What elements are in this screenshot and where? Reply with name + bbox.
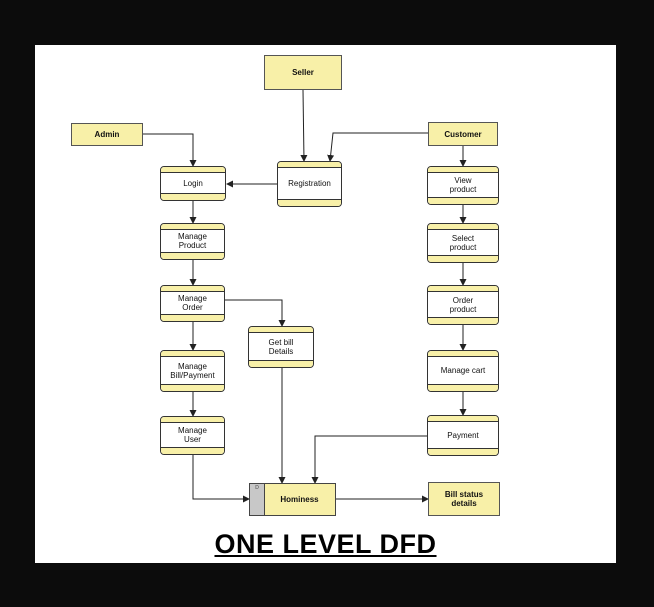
process-login: Login [160, 166, 226, 201]
datastore-id: D [250, 484, 265, 515]
process-manage-user: Manage User [160, 416, 225, 455]
process-manage-order: Manage Order [160, 285, 225, 322]
diagram-canvas: Seller Admin Customer Bill status detail… [35, 45, 616, 563]
entity-bill-status: Bill status details [428, 482, 500, 516]
process-order-product: Order product [427, 285, 499, 325]
arrow-manageuser-store [192, 455, 250, 503]
process-manage-product: Manage Product [160, 223, 225, 260]
arrow-admin-login [143, 133, 197, 167]
arrow-seller-registration [300, 89, 308, 162]
process-registration: Registration [277, 161, 342, 207]
entity-admin: Admin [71, 123, 143, 146]
datastore-label: Hominess [280, 495, 319, 504]
process-select-product: Select product [427, 223, 499, 263]
process-get-bill-details: Get bill Details [248, 326, 314, 368]
flow-arrows [143, 89, 467, 503]
datastore-hominess: D Hominess [249, 483, 336, 516]
diagram-title: ONE LEVEL DFD [214, 529, 437, 559]
process-manage-cart: Manage cart [427, 350, 499, 392]
arrow-payment-store [311, 435, 427, 484]
process-manage-bill-payment: Manage Bill/Payment [160, 350, 225, 392]
process-payment: Payment [427, 415, 499, 456]
entity-customer: Customer [428, 122, 498, 146]
arrow-customer-registration [327, 132, 428, 162]
arrow-manageorder-getbill [225, 299, 286, 327]
entity-seller: Seller [264, 55, 342, 90]
process-view-product: View product [427, 166, 499, 205]
